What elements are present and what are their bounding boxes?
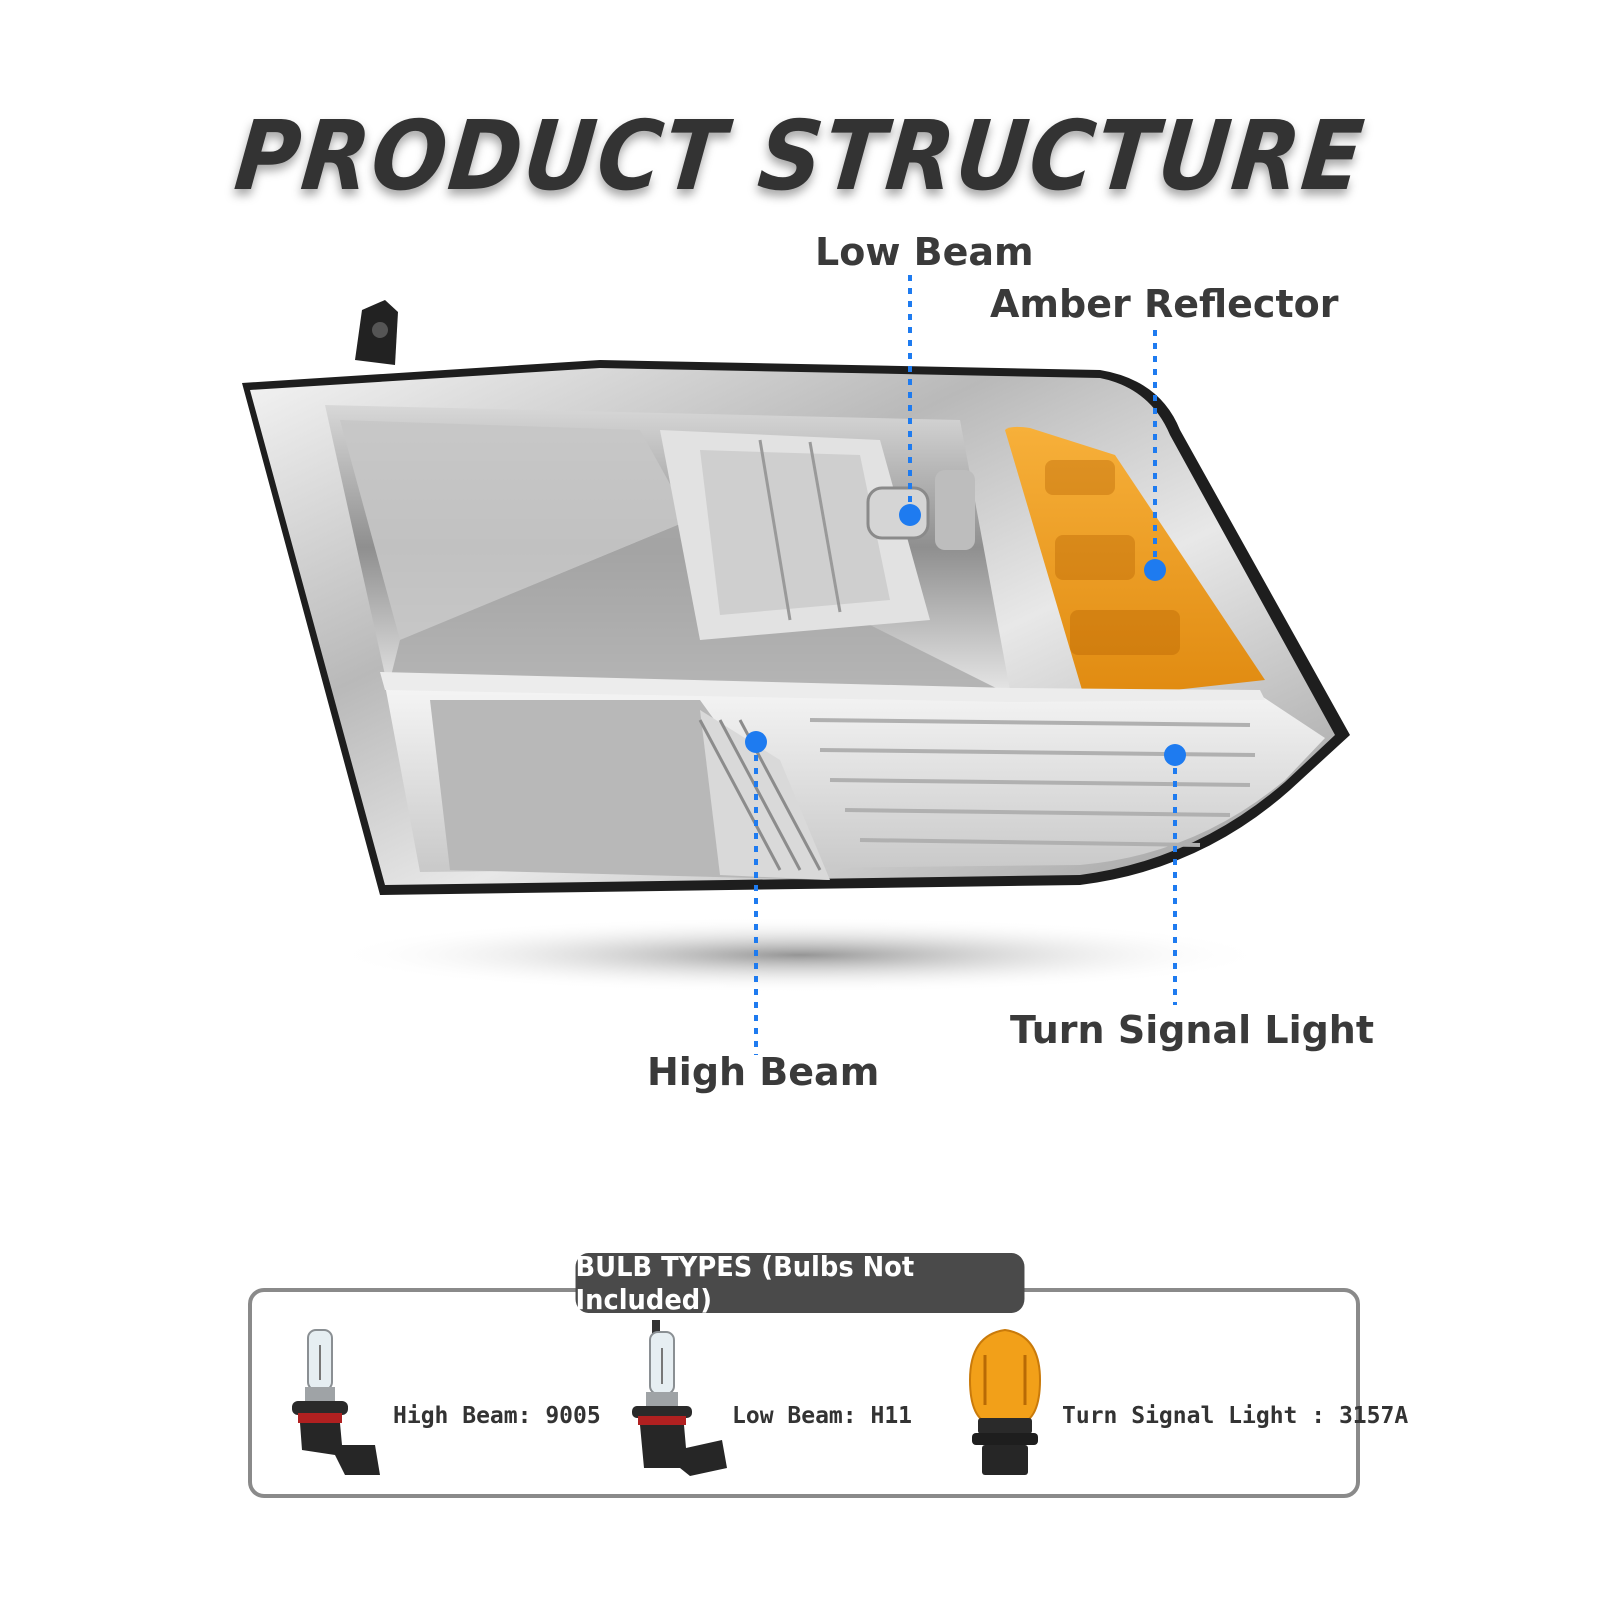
low-beam-reflector <box>660 430 975 640</box>
bulb-types-header: BULB TYPES (Bulbs Not Included) <box>575 1250 1025 1316</box>
turn-signal-dot <box>1164 744 1186 766</box>
bulb-label-high-beam: High Beam: 9005 <box>393 1403 601 1429</box>
low-beam-callout: Low Beam <box>815 230 1034 274</box>
amber-reflector-dot <box>1144 559 1166 581</box>
bulb-types-panel <box>248 1288 1360 1498</box>
halogen-9005-bulb-icon <box>292 1329 380 1475</box>
amber-reflector-callout: Amber Reflector <box>990 282 1339 326</box>
high-beam-reflector <box>430 700 830 880</box>
bulb-label-turn-signal: Turn Signal Light : 3157A <box>1062 1403 1409 1429</box>
high-beam-dot <box>745 731 767 753</box>
amber-reflector <box>1005 426 1265 700</box>
turn-signal-callout: Turn Signal Light <box>1010 1008 1375 1052</box>
low-beam-dot <box>899 504 921 526</box>
turn-signal-lens <box>809 718 1256 847</box>
amber-3157a-bulb-icon <box>968 1328 1042 1475</box>
halogen-h11-bulb-icon <box>632 1320 727 1476</box>
high-beam-callout: High Beam <box>647 1050 880 1094</box>
lamp-shadow <box>330 917 1270 993</box>
bulb-label-low-beam: Low Beam: H11 <box>732 1403 913 1429</box>
